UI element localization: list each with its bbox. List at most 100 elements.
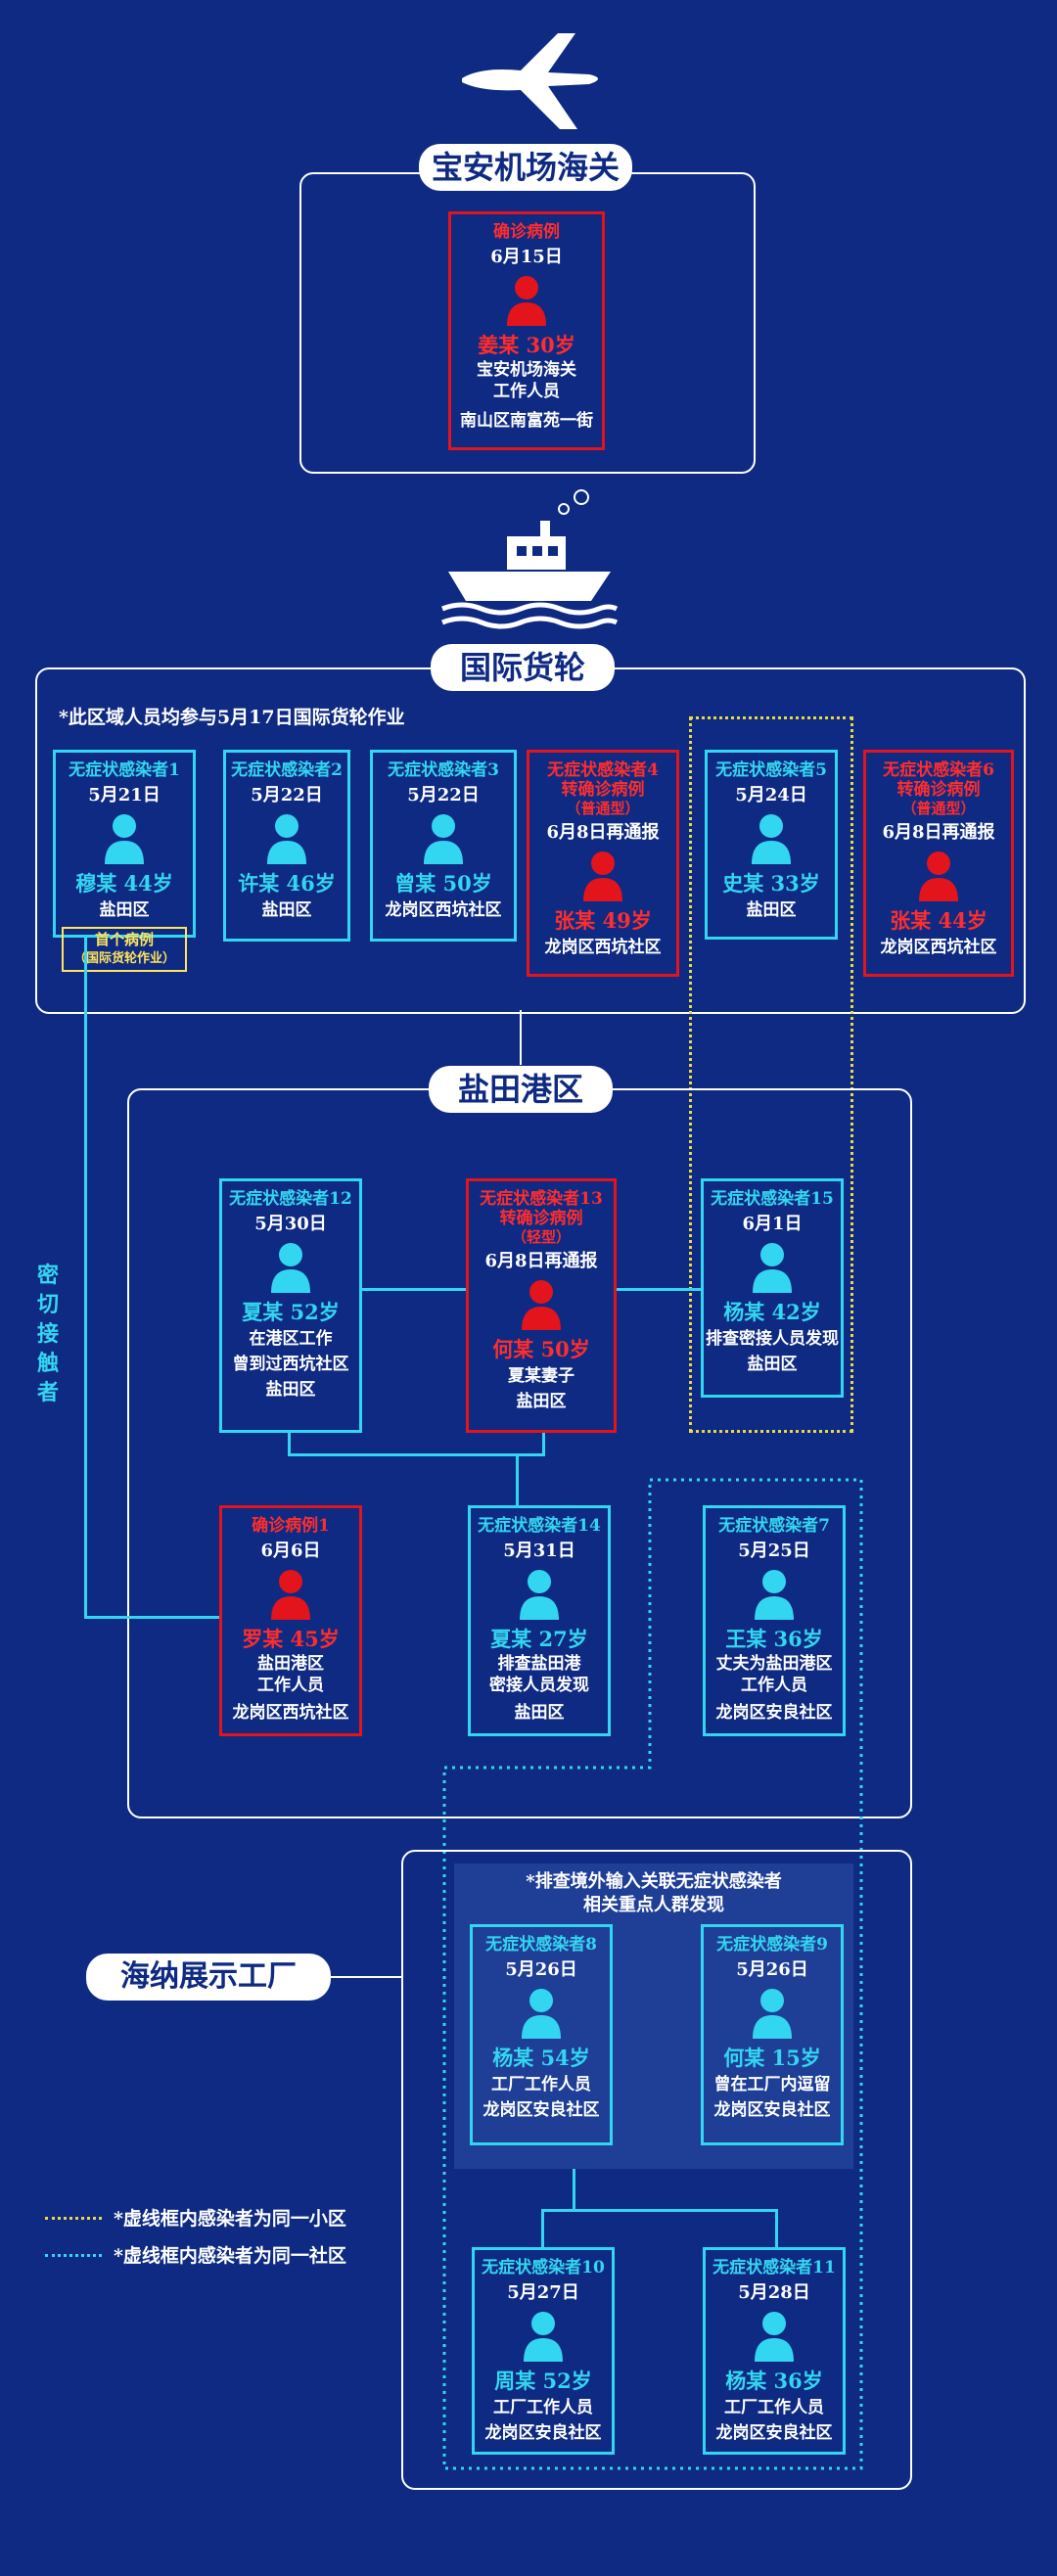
card-date: 5月26日	[505, 1959, 577, 1980]
card-name: 张某 49岁	[554, 908, 652, 933]
asymptomatic-9-card: 无症状感染者9 5月26日 何某 15岁 曾在工厂内逗留 龙岗区安良社区	[701, 1924, 844, 2145]
card-date: 5月26日	[736, 1959, 808, 1980]
connector	[541, 2210, 544, 2249]
connector	[288, 1453, 545, 1456]
card-label: 确诊病例1	[252, 1516, 330, 1536]
person-icon	[522, 1280, 561, 1330]
connector	[775, 2210, 778, 2249]
card-date: 6月8日再通报	[882, 822, 995, 843]
card-line: 盐田港区	[257, 1654, 324, 1674]
person-icon	[507, 276, 546, 326]
person-icon	[271, 1570, 310, 1620]
card-line: 龙岗区安良社区	[715, 1703, 833, 1723]
person-icon	[524, 2312, 563, 2362]
connector	[573, 2169, 575, 2210]
asymptomatic-7-card: 无症状感染者7 5月25日 王某 36岁 丈夫为盐田港区 工作人员 龙岗区安良社…	[703, 1505, 846, 1736]
card-line: 夏某妻子	[508, 1366, 574, 1386]
asymptomatic-14-card: 无症状感染者14 5月31日 夏某 27岁 排查盐田港 密接人员发现 盐田区	[468, 1505, 611, 1736]
person-icon	[919, 851, 958, 901]
factory-highlight-panel	[454, 1863, 853, 2169]
card-date: 6月1日	[742, 1214, 803, 1234]
legend-community-swatch	[45, 2254, 102, 2257]
legend-compound-swatch	[45, 2217, 102, 2220]
card-name: 何某 15岁	[723, 2046, 821, 2070]
card-line: 龙岗区西坑社区	[880, 938, 997, 957]
card-line: 南山区南富苑一街	[460, 411, 593, 431]
factory-note: 相关重点人群发现	[583, 1895, 724, 1915]
card-name: 夏某 27岁	[490, 1627, 588, 1651]
card-name: 王某 36岁	[725, 1627, 823, 1651]
asymptomatic-10-card: 无症状感染者10 5月27日 周某 52岁 工厂工作人员 龙岗区安良社区	[472, 2247, 615, 2455]
card-label: 无症状感染者11	[712, 2258, 836, 2277]
card-line: 密接人员发现	[489, 1676, 589, 1695]
card-label: 无症状感染者12	[229, 1189, 352, 1209]
person-icon	[520, 1570, 559, 1620]
person-icon	[424, 814, 463, 864]
ship-port-connector	[520, 1010, 522, 1065]
airplane-icon	[462, 33, 598, 129]
ship-icon	[441, 489, 619, 629]
card-label: 无症状感染者8	[485, 1935, 597, 1955]
card-line: 曾在工厂内逗留	[713, 2075, 831, 2094]
card-line: 工厂工作人员	[724, 2398, 824, 2417]
asymptomatic-6-card: 无症状感染者6 转确诊病例 （普通型） 6月8日再通报 张某 44岁 龙岗区西坑…	[863, 750, 1014, 977]
connector	[516, 1454, 519, 1505]
connector	[360, 1288, 468, 1291]
ship-note: *此区域人员均参与5月17日国际货轮作业	[59, 707, 405, 728]
card-line: 工厂工作人员	[491, 2075, 591, 2094]
person-icon	[267, 814, 306, 864]
asymptomatic-5-card: 无症状感染者5 5月24日 史某 33岁 盐田区	[705, 750, 838, 940]
person-icon	[755, 2312, 794, 2362]
card-name: 何某 50岁	[492, 1337, 590, 1361]
card-line: 工作人员	[741, 1676, 807, 1695]
card-line: 曾到过西坑社区	[232, 1355, 349, 1374]
card-line: 龙岗区安良社区	[483, 2100, 600, 2120]
card-name: 杨某 42岁	[723, 1300, 821, 1324]
card-name: 夏某 52岁	[242, 1300, 340, 1324]
card-line: 盐田区	[514, 1703, 565, 1723]
person-icon	[753, 1989, 792, 2039]
factory-connector	[331, 1976, 401, 1978]
card-line: 宝安机场海关	[477, 360, 576, 380]
card-line: 盐田区	[747, 1355, 798, 1374]
card-date: 5月31日	[503, 1541, 575, 1561]
close-contact-line	[84, 938, 87, 1617]
card-sub: （轻型）	[511, 1228, 571, 1246]
card-label: 无症状感染者6	[883, 760, 994, 780]
asymptomatic-13-card: 无症状感染者13 转确诊病例 （轻型） 6月8日再通报 何某 50岁 夏某妻子 …	[466, 1178, 617, 1433]
card-name: 杨某 54岁	[492, 2046, 590, 2070]
asymptomatic-15-card: 无症状感染者15 6月1日 杨某 42岁 排查密接人员发现 盐田区	[701, 1178, 844, 1398]
connector	[542, 1431, 545, 1454]
card-name: 曾某 50岁	[394, 871, 492, 896]
card-line: 工厂工作人员	[493, 2398, 593, 2417]
tag-line: 首个病例	[94, 931, 154, 948]
tag-line: （国际货轮作业）	[72, 951, 175, 966]
card-sub: （普通型）	[566, 800, 640, 817]
person-icon	[583, 851, 622, 901]
card-sub: 转确诊病例	[499, 1209, 583, 1228]
card-date: 5月28日	[738, 2282, 810, 2303]
airport-confirmed-card: 确诊病例 6月15日 姜某 30岁 宝安机场海关 工作人员 南山区南富苑一街	[448, 211, 605, 450]
person-icon	[755, 1570, 794, 1620]
person-icon	[271, 1243, 310, 1293]
legend-compound: *虚线框内感染者为同一小区	[114, 2208, 346, 2230]
card-line: 龙岗区安良社区	[715, 2423, 833, 2443]
airport-section-title: 宝安机场海关	[419, 144, 632, 191]
card-sub: 转确诊病例	[896, 780, 981, 800]
card-date: 5月22日	[407, 785, 480, 805]
card-date: 5月30日	[254, 1214, 327, 1234]
close-contact-label: 密切接触者	[37, 1263, 60, 1405]
card-date: 5月22日	[251, 785, 323, 805]
card-sub: 转确诊病例	[561, 780, 645, 800]
card-name: 穆某 44岁	[75, 871, 173, 896]
card-name: 史某 33岁	[722, 871, 820, 896]
card-line: 丈夫为盐田港区	[715, 1654, 833, 1674]
card-label: 确诊病例	[493, 222, 560, 242]
asymptomatic-2-card: 无症状感染者2 5月22日 许某 46岁 盐田区	[223, 750, 350, 942]
card-sub: （普通型）	[901, 800, 976, 817]
asymptomatic-1-card: 无症状感染者1 5月21日 穆某 44岁 盐田区 首个病例 （国际货轮作业）	[53, 750, 196, 972]
card-label: 无症状感染者7	[718, 1516, 830, 1536]
card-label: 无症状感染者2	[231, 760, 343, 780]
confirmed-1-card: 确诊病例1 6月6日 罗某 45岁 盐田港区 工作人员 龙岗区西坑社区	[219, 1505, 362, 1736]
card-label: 无症状感染者5	[715, 760, 827, 780]
